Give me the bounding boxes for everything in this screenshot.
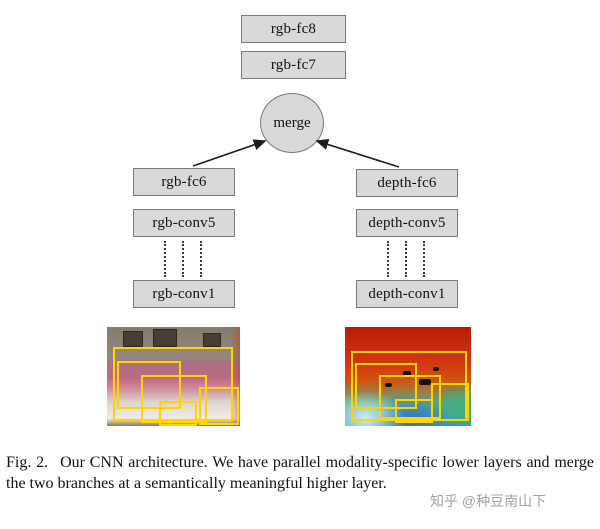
depth-noise: [403, 371, 411, 376]
ellipsis-depth-layers: [356, 241, 456, 277]
depth-image: [345, 327, 471, 426]
node-rgb-conv1: rgb-conv1: [133, 280, 235, 308]
picture-frame: [203, 333, 221, 347]
ellipsis-rgb-layers: [133, 241, 233, 277]
node-merge: merge: [260, 93, 324, 153]
dotted-line: [182, 241, 184, 277]
bounding-box: [379, 375, 441, 419]
watermark: 知乎 @种豆南山下: [430, 493, 547, 509]
bounding-box: [355, 363, 417, 409]
depth-noise: [419, 379, 431, 385]
bounding-box: [113, 347, 233, 421]
dotted-line: [423, 241, 425, 277]
node-rgb-fc8: rgb-fc8: [241, 15, 346, 43]
picture-frame: [153, 329, 177, 347]
node-rgb-fc6: rgb-fc6: [133, 168, 235, 196]
node-rgb-fc7: rgb-fc7: [241, 51, 346, 79]
bounding-box: [431, 383, 469, 421]
arrow-rgb-to-merge: [192, 139, 267, 167]
bounding-box: [141, 375, 207, 423]
dotted-line: [405, 241, 407, 277]
figure-caption: Fig. 2.Our CNN architecture. We have par…: [6, 452, 594, 494]
bounding-box: [199, 387, 239, 425]
depth-noise: [385, 383, 392, 387]
figure-label: Fig. 2.: [6, 454, 49, 471]
bounding-box: [159, 401, 197, 426]
dotted-line: [387, 241, 389, 277]
rgb-image: [107, 327, 240, 426]
depth-noise: [433, 367, 439, 371]
node-depth-fc6: depth-fc6: [356, 169, 458, 197]
bounding-box: [117, 361, 181, 409]
node-depth-conv1: depth-conv1: [356, 280, 458, 308]
node-rgb-conv5: rgb-conv5: [133, 209, 235, 237]
figure-caption-text: Our CNN architecture. We have parallel m…: [6, 454, 595, 493]
bounding-box: [395, 399, 433, 423]
node-depth-conv5: depth-conv5: [356, 209, 458, 237]
dotted-line: [164, 241, 166, 277]
bounding-box: [351, 351, 467, 421]
dotted-line: [200, 241, 202, 277]
picture-frame: [123, 331, 143, 347]
arrow-depth-to-merge: [315, 139, 400, 168]
